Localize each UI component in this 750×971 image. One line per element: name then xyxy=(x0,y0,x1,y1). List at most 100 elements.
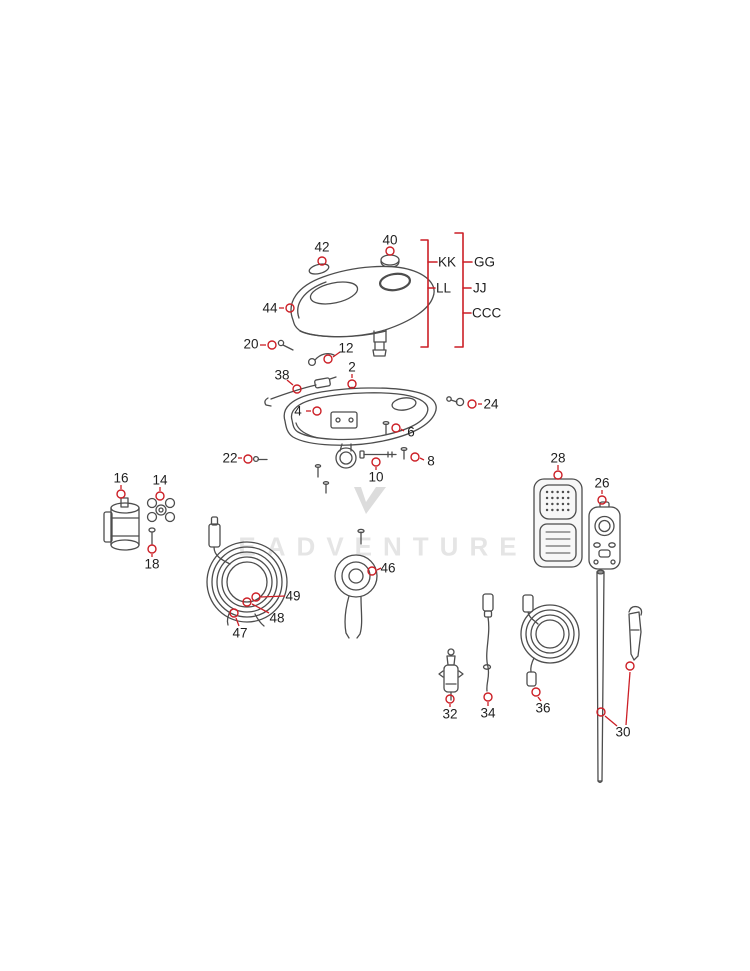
leader-circle-icon xyxy=(267,340,277,350)
callout-label-42: 42 xyxy=(314,239,330,255)
callout-label-18: 18 xyxy=(144,556,160,572)
leader-circle-icon xyxy=(367,566,377,576)
part-22-screw xyxy=(252,455,268,463)
leader-line xyxy=(537,696,542,702)
leader-circle-icon xyxy=(371,457,381,467)
part-46-cap xyxy=(334,528,378,639)
part-44-top-cover xyxy=(290,265,435,357)
group-label-jj: JJ xyxy=(473,280,487,296)
callout-label-28: 28 xyxy=(550,450,566,466)
leader-line xyxy=(235,617,240,627)
group-label-ccc: CCC xyxy=(472,305,502,321)
leader-circle-icon xyxy=(155,491,165,501)
leader-circle-icon xyxy=(251,592,261,602)
part-8-screw xyxy=(400,446,408,460)
watermark-text: EADVENTURE xyxy=(238,531,528,562)
leader-line xyxy=(332,351,341,358)
part-20-screw xyxy=(277,339,294,351)
group-label-gg: GG xyxy=(474,254,496,270)
callout-label-12: 12 xyxy=(338,340,354,356)
leader-line xyxy=(604,715,618,727)
part-6-screw xyxy=(382,420,390,435)
speaker-dots-icon xyxy=(545,490,572,512)
part-42-seal xyxy=(308,263,330,275)
leader-circle-icon xyxy=(116,489,126,499)
part-30-strap xyxy=(628,605,643,661)
part-18-screw xyxy=(148,527,156,545)
leader-circle-icon xyxy=(410,452,420,462)
callout-label-48: 48 xyxy=(269,610,285,626)
part-36-coil xyxy=(520,594,580,687)
part-34-cable xyxy=(482,593,494,692)
callout-label-47: 47 xyxy=(232,625,248,641)
callout-label-2: 2 xyxy=(348,359,356,375)
part-10-pin xyxy=(359,450,397,459)
callout-label-22: 22 xyxy=(222,450,238,466)
leader-circle-icon xyxy=(553,470,563,480)
callout-label-46: 46 xyxy=(380,560,396,576)
leader-circle-icon xyxy=(467,399,477,409)
callout-label-26: 26 xyxy=(594,475,610,491)
leader-line xyxy=(260,595,286,598)
callout-label-14: 14 xyxy=(152,472,168,488)
leader-circle-icon xyxy=(292,384,302,394)
part-26-remote xyxy=(588,501,621,570)
leader-circle-icon xyxy=(483,692,493,702)
part-32-plug xyxy=(438,648,464,701)
part-16-motor xyxy=(103,497,140,551)
callout-label-6: 6 xyxy=(407,424,415,440)
callout-label-20: 20 xyxy=(243,336,259,352)
leader-circle-icon xyxy=(531,687,541,697)
leader-line xyxy=(376,567,382,571)
leader-circle-icon xyxy=(597,495,607,505)
leader-line xyxy=(286,379,294,386)
callout-label-10: 10 xyxy=(368,469,384,485)
part-40-cap xyxy=(380,254,400,268)
callout-label-36: 36 xyxy=(535,700,551,716)
group-label-kk: KK xyxy=(438,254,457,270)
leader-circle-icon xyxy=(317,256,327,266)
leader-circle-icon xyxy=(285,303,295,313)
leader-line xyxy=(251,603,270,614)
leader-circle-icon xyxy=(596,707,606,717)
group-label-ll: LL xyxy=(436,280,452,296)
callout-label-24: 24 xyxy=(483,396,499,412)
part-30-rod xyxy=(596,569,605,784)
watermark-logo-icon xyxy=(354,487,386,514)
leader-circle-icon xyxy=(391,423,401,433)
base-screws xyxy=(314,464,330,494)
part-14-knob xyxy=(146,497,176,523)
leader-circle-icon xyxy=(229,608,239,618)
part-47-coil-cable xyxy=(206,516,288,627)
leader-circle-icon xyxy=(323,354,333,364)
callout-label-34: 34 xyxy=(480,705,496,721)
part-12-lever xyxy=(307,353,335,367)
leader-circle-icon xyxy=(625,661,635,671)
leader-line xyxy=(400,428,405,432)
callout-label-40: 40 xyxy=(382,232,398,248)
leader-circle-icon xyxy=(445,694,455,704)
leader-circle-icon xyxy=(147,544,157,554)
part-38-cable xyxy=(264,376,337,407)
callout-label-44: 44 xyxy=(262,300,278,316)
callout-label-4: 4 xyxy=(294,403,302,419)
leader-circle-icon xyxy=(385,246,395,256)
leader-circle-icon xyxy=(242,597,252,607)
part-28-remote xyxy=(533,478,583,568)
callout-label-30: 30 xyxy=(615,724,631,740)
callout-label-38: 38 xyxy=(274,367,290,383)
callout-label-8: 8 xyxy=(427,453,435,469)
leader-circle-icon xyxy=(347,379,357,389)
group-brackets xyxy=(420,232,473,348)
leader-circle-icon xyxy=(243,454,253,464)
leader-circle-icon xyxy=(312,406,322,416)
callout-label-16: 16 xyxy=(113,470,129,486)
callout-label-49: 49 xyxy=(285,588,301,604)
parts-artwork xyxy=(103,232,643,784)
callout-label-32: 32 xyxy=(442,706,458,722)
leader-line xyxy=(625,671,631,726)
callout-layer xyxy=(116,246,635,727)
part-24-hardware xyxy=(446,396,465,407)
